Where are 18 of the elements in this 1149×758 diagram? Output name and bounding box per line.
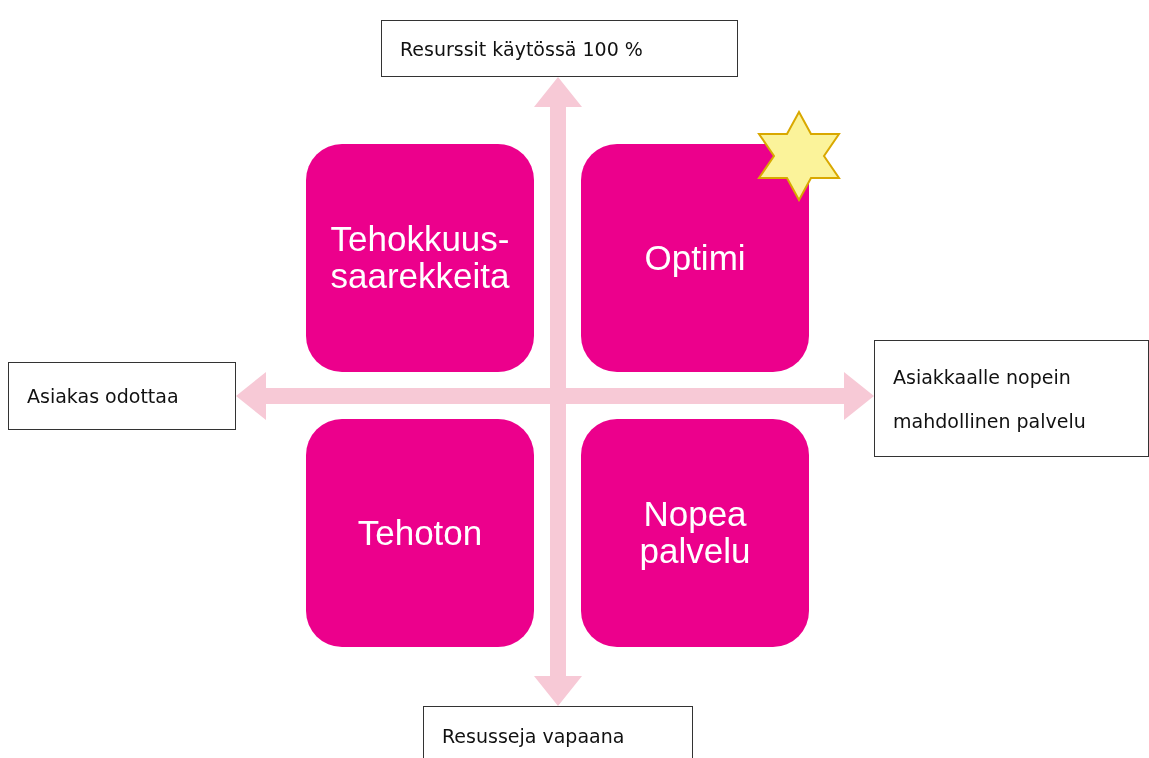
quadrant-box (306, 144, 534, 372)
axis-label-box (423, 706, 693, 758)
quadrant-box (581, 144, 809, 372)
quadrant-title: Optimi (644, 239, 746, 277)
quadrant-box (306, 419, 534, 647)
axis-label-text: Asiakkaalle nopein mahdollinen palvelu (893, 364, 1087, 434)
axis-label-text: Asiakas odottaa (27, 384, 179, 409)
block-arrow (236, 372, 874, 420)
quadrant-title: Tehokkuus-saarekkeita (329, 221, 511, 295)
axis-label-box (874, 340, 1149, 457)
axis-label-box (381, 20, 738, 77)
quadrant-title: Tehoton (357, 514, 483, 552)
block-arrow (534, 77, 582, 706)
axis-label-text: Resusseja vapaana (442, 724, 625, 749)
quadrant-title: Nopea palvelu (638, 496, 752, 570)
axis-label-text: Resurssit käytössä 100 % (400, 36, 643, 62)
quadrant-box (581, 419, 809, 647)
axis-label-box (8, 362, 236, 430)
